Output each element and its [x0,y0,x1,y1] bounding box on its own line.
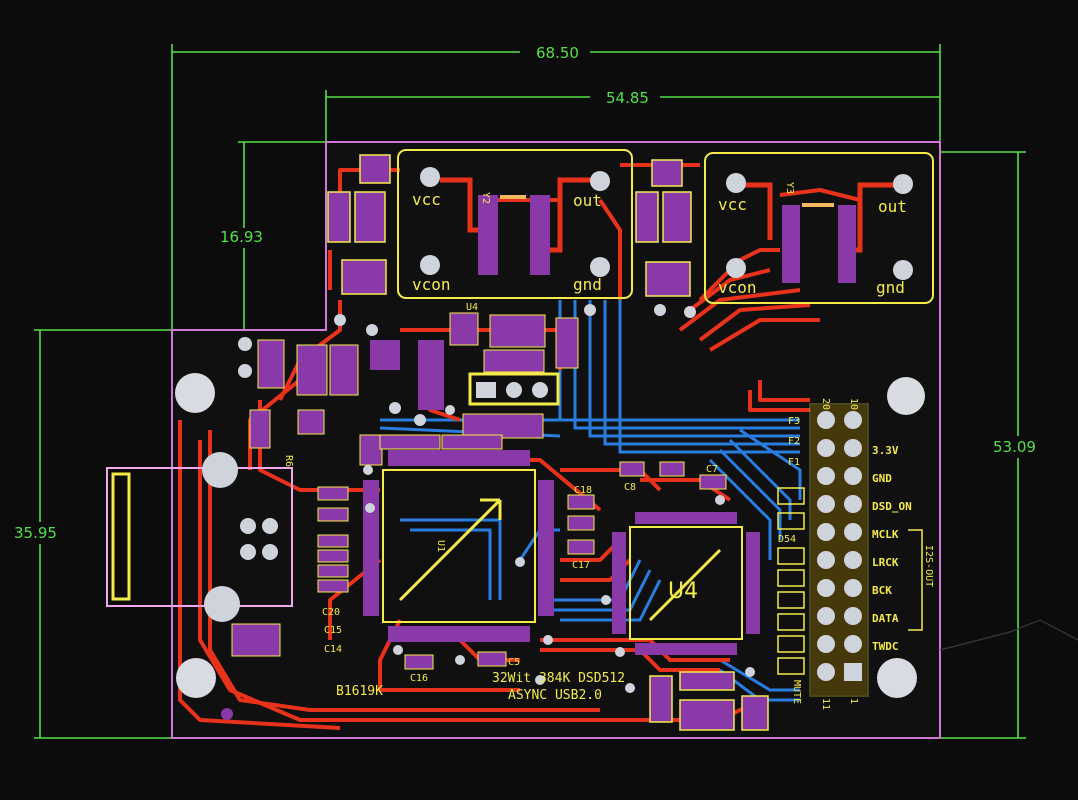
bottom-connector[interactable] [649,671,769,731]
designator-f1: F1 [788,457,800,468]
osc2-designator: Y3 [784,182,795,194]
board-spec-line1: 32Wit 384K DSD512 [492,671,625,686]
designator-c20: C20 [322,607,340,618]
dim-width-inner: 54.85 [606,89,649,107]
chip-u1-label: U1 [435,540,446,552]
designator-c15: C15 [324,625,342,636]
signal-twdc: TWDC [872,640,899,653]
osc2-vcon-label: vcon [718,278,757,297]
signal-bck: BCK [872,584,892,597]
dim-width-total: 68.50 [536,44,579,62]
designator-c7: C7 [706,464,718,475]
ds4-label: D54 [778,534,796,545]
regulator-blocks [327,154,692,297]
signal-mclk: MCLK [872,528,899,541]
mute-label: MUTE [791,680,802,704]
signal-gnd: GND [872,472,892,485]
mounting-holes [175,373,925,698]
designator-c18: C18 [574,485,592,496]
i2s-header[interactable]: 20 10 11 1 [809,398,869,710]
passive-column [777,487,805,675]
chip-capacitors [379,434,727,670]
osc1-vcc-label: vcc [412,190,441,209]
oscillator-y3[interactable]: vcc out vcon gnd Y3 [704,152,934,304]
signal-dsd-on: DSD_ON [872,500,912,513]
header-pin-20: 20 [820,398,831,410]
header-pin-11: 11 [820,698,831,710]
osc1-out-label: out [573,191,602,210]
designator-c8: C8 [624,482,636,493]
fiducial [221,708,233,720]
header-signal-labels: 3.3V GND DSD_ON MCLK LRCK BCK DATA TWDC … [872,444,934,653]
header-pin-1: 1 [848,698,859,704]
designators: C16 C5 C17 C20 C7 C8 C15 C14 C18 R6 F1 F… [283,302,800,684]
osc2-vcc-label: vcc [718,195,747,214]
left-passives [231,339,359,657]
designator-c16: C16 [410,673,428,684]
screen-glare [939,619,1078,651]
signal-3v3: 3.3V [872,444,899,457]
chip-u4-label: U4 [668,579,698,604]
designator-c5: C5 [508,657,520,668]
osc1-vcon-label: vcon [412,275,451,294]
board-spec-line2: ASYNC USB2.0 [508,688,602,703]
i2s-out-label: I2S-OUT [923,545,934,587]
osc2-gnd-label: gnd [876,278,905,297]
designator-c17: C17 [572,560,590,571]
signal-lrck: LRCK [872,556,899,569]
usb-connector[interactable] [106,452,293,622]
dim-height-top: 16.93 [220,228,263,246]
oscillator-y2[interactable]: vcc out vcon gnd Y2 [397,149,633,299]
chip-u4[interactable]: U4 [612,512,760,655]
dim-height-left: 35.95 [14,524,57,542]
osc1-designator: Y2 [480,192,491,204]
osc2-out-label: out [878,197,907,216]
vias [238,304,755,693]
header-pin-10: 10 [848,398,859,410]
board-id: B1619K [336,684,383,699]
signal-data: DATA [872,612,899,625]
designator-f3: F3 [788,416,800,427]
designator-c14: C14 [324,644,342,655]
designator-f2: F2 [788,436,800,447]
dim-height-total: 53.09 [993,438,1036,456]
center-passives [359,312,579,466]
designator-r6: R6 [283,455,294,467]
chip-u1[interactable]: U1 [363,450,554,642]
designator-u4-small: U4 [466,302,478,313]
osc1-gnd-label: gnd [573,275,602,294]
